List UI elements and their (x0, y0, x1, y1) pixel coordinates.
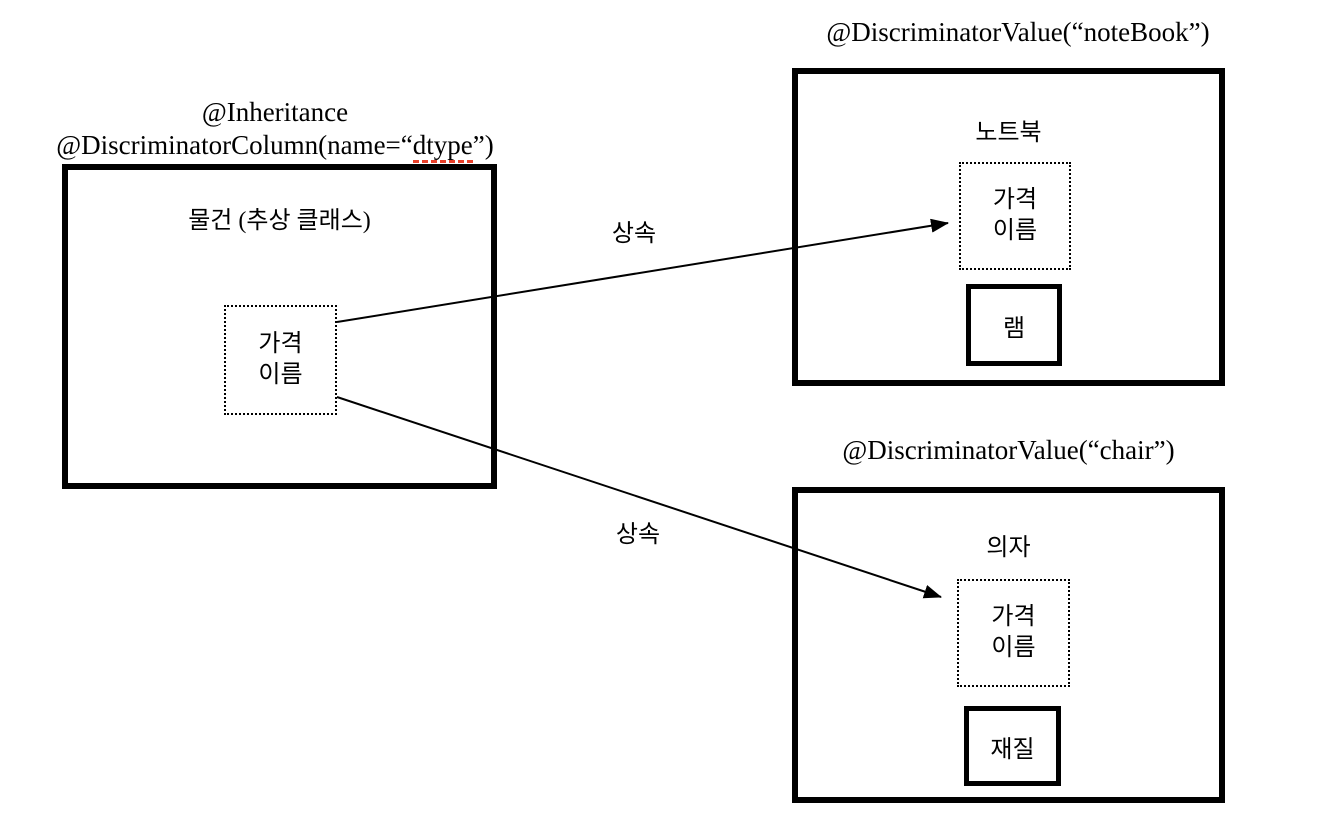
field-price: 가격 (991, 604, 1036, 630)
parent-annotation: @Inheritance @DiscriminatorColumn(name=“… (40, 96, 510, 163)
discriminator-column-prefix: @DiscriminatorColumn(name=“ (56, 130, 413, 160)
notebook-discriminator-value-annotation: @DiscriminatorValue(“noteBook”) (826, 17, 1210, 47)
parent-entity-title: 물건 (추상 클래스) (188, 208, 371, 234)
inheritance-arrow-label-top: 상속 (611, 221, 657, 247)
chair-discriminator-value-annotation: @DiscriminatorValue(“chair”) (842, 435, 1175, 465)
parent-fields-dotted-box: 가격 이름 (224, 305, 337, 415)
field-price: 가격 (992, 187, 1038, 213)
notebook-own-field-box: 램 (966, 284, 1062, 366)
chair-own-field-box: 재질 (964, 706, 1061, 786)
discriminator-column-suffix: ”) (472, 130, 494, 160)
chair-entity-box: 의자 가격 이름 재질 (792, 487, 1225, 803)
chair-inherited-fields-dotted-box: 가격 이름 (957, 579, 1070, 687)
notebook-entity-title: 노트북 (975, 120, 1042, 146)
parent-entity-box: 물건 (추상 클래스) 가격 이름 (62, 164, 497, 489)
dtype-spellchecked-text: dtype (412, 130, 473, 163)
field-material: 재질 (990, 736, 1035, 763)
field-name: 이름 (258, 362, 303, 388)
chair-entity-title: 의자 (986, 535, 1031, 561)
notebook-entity-box: 노트북 가격 이름 램 (792, 68, 1225, 386)
inheritance-arrow-label-bottom: 상속 (615, 522, 661, 548)
discriminator-column-annotation-line: @DiscriminatorColumn(name=“dtype”) (40, 129, 510, 163)
field-name: 이름 (991, 635, 1036, 661)
field-price: 가격 (258, 331, 303, 357)
notebook-inherited-fields-dotted-box: 가격 이름 (959, 162, 1071, 270)
inheritance-annotation-line: @Inheritance (201, 97, 349, 127)
field-ram: 램 (1002, 315, 1026, 342)
field-name: 이름 (992, 218, 1038, 244)
